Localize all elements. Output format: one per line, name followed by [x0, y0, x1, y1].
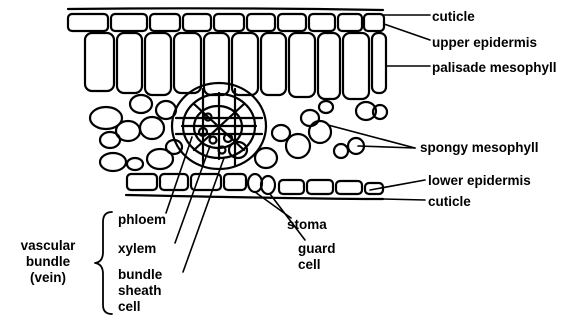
lower-epidermis-cells [127, 174, 383, 194]
upper-epidermis-cells [68, 14, 384, 31]
label-bundle-sheath-cell: bundle sheath cell [118, 267, 162, 315]
label-vascular-bundle: vascular bundle (vein) [6, 238, 90, 286]
cuticle-top-line [68, 8, 383, 10]
label-phloem: phloem [118, 212, 166, 228]
label-cuticle-top: cuticle [432, 9, 475, 25]
cuticle-bottom-line [126, 195, 383, 199]
label-cuticle-bottom: cuticle [428, 194, 471, 210]
label-leader-lines [166, 15, 430, 272]
label-lower-epidermis: lower epidermis [428, 173, 531, 189]
label-palisade-mesophyll: palisade mesophyll [432, 60, 557, 76]
label-upper-epidermis: upper epidermis [432, 35, 537, 51]
label-guard-cell: guard cell [298, 241, 336, 273]
vascular-bundle-brace [95, 212, 112, 314]
label-spongy-mesophyll: spongy mesophyll [420, 140, 539, 156]
label-xylem: xylem [118, 241, 156, 257]
label-stoma: stoma [287, 217, 327, 233]
